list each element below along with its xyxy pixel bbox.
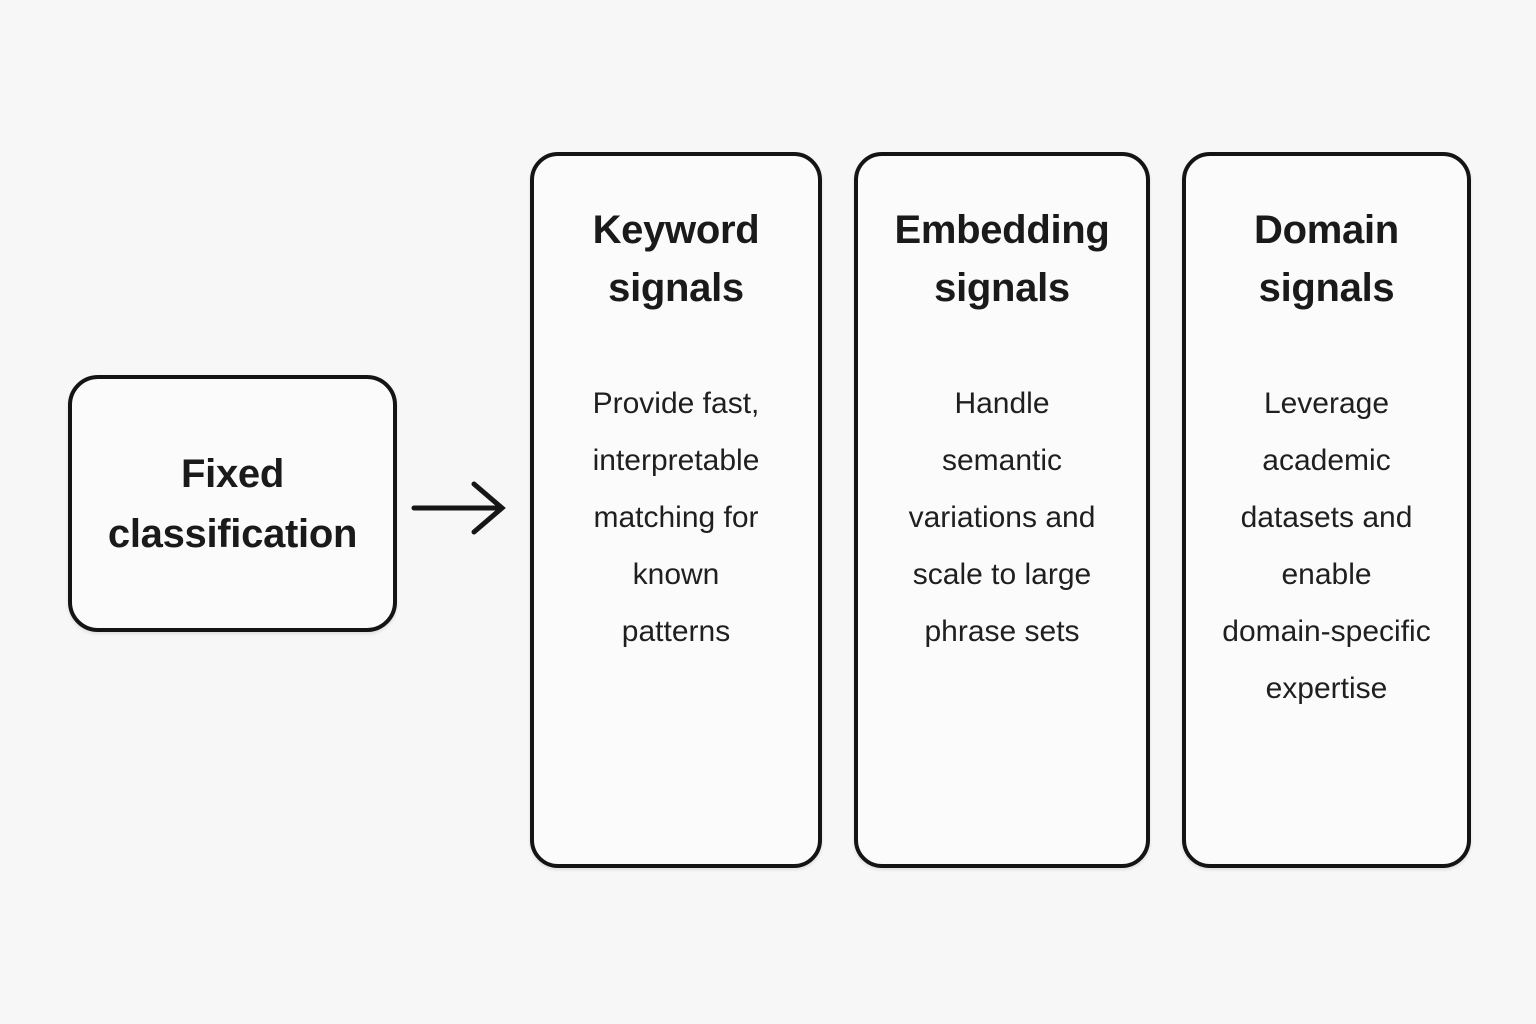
card-title-line: Domain [1254,208,1399,252]
source-label-line: classification [107,511,358,556]
card-body-line: scale to large [912,558,1092,591]
card-title-line: Keyword [592,208,760,252]
card-title: Keyword signals [534,201,818,317]
card-body-line: Provide fast, [592,387,760,420]
card-title: Domain signals [1186,201,1467,317]
card-body-line: Leverage [1263,387,1390,420]
fixed-classification-box: Fixed classification [68,375,397,632]
card-body-line: academic [1262,444,1391,477]
card-title-line: signals [608,266,744,310]
card-body-line: datasets and [1240,501,1413,534]
source-label-line: Fixed [181,451,284,496]
right-arrow-icon [411,481,506,535]
card-body-line: domain-specific [1222,615,1431,648]
card-body-line: semantic [941,444,1063,477]
card-body-line: Handle [954,387,1050,420]
card-title: Embedding signals [858,201,1146,317]
card-keyword-signals: Keyword signals Provide fast, interpreta… [530,152,822,868]
card-body-line: interpretable [592,444,760,477]
card-body-line: expertise [1265,672,1388,705]
card-body-line: known [632,558,720,591]
card-body-line: matching for [593,501,759,534]
fixed-classification-label: Fixed classification [107,444,358,564]
card-title-line: Embedding [894,208,1110,252]
card-body: Leverage academic datasets and enable do… [1186,375,1467,717]
card-title-line: signals [934,266,1070,310]
card-domain-signals: Domain signals Leverage academic dataset… [1182,152,1471,868]
card-body-line: patterns [621,615,731,648]
card-body-line: phrase sets [924,615,1080,648]
card-body: Handle semantic variations and scale to … [858,375,1146,660]
card-body-line: variations and [908,501,1096,534]
card-title-line: signals [1258,266,1395,310]
card-body-line: enable [1281,558,1372,591]
card-embedding-signals: Embedding signals Handle semantic variat… [854,152,1150,868]
card-body: Provide fast, interpretable matching for… [534,375,818,660]
